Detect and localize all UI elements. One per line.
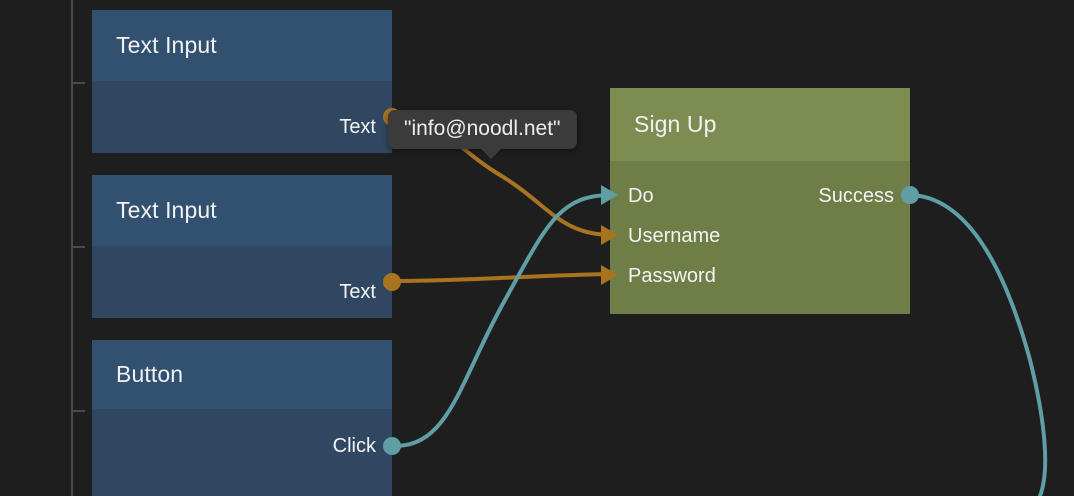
node-body-sign-up: Do Username Password Success	[610, 161, 910, 314]
node-header-button-1[interactable]: Button	[92, 340, 392, 409]
output-port-row-text[interactable]: Text	[339, 281, 376, 303]
input-arrow-do-icon[interactable]	[601, 185, 618, 205]
hierarchy-stub-2	[71, 246, 85, 248]
node-button-1[interactable]: Button Click	[92, 340, 401, 496]
input-arrow-password-icon[interactable]	[601, 265, 618, 285]
output-port-row-text[interactable]: Text	[339, 116, 376, 138]
node-title: Sign Up	[634, 111, 717, 137]
node-body-text-input-2: Text	[92, 246, 392, 318]
input-port-row-do[interactable]: Do	[628, 185, 654, 207]
node-header-text-input-2[interactable]: Text Input	[92, 175, 392, 246]
output-knob-click[interactable]	[383, 437, 401, 455]
output-knob-success[interactable]	[901, 186, 919, 204]
node-header-text-input-1[interactable]: Text Input	[92, 10, 392, 81]
output-port-row-click[interactable]: Click	[333, 435, 376, 457]
value-tooltip: "info@noodl.net"	[388, 110, 577, 159]
hierarchy-stub-1	[71, 82, 85, 84]
wire-click-to-do	[393, 193, 614, 448]
input-port-label: Do	[628, 185, 654, 207]
wire-success-out	[910, 193, 1048, 496]
node-text-input-1[interactable]: Text Input Text	[92, 10, 401, 153]
node-title: Button	[116, 361, 184, 387]
output-port-label: Success	[818, 185, 894, 207]
node-body-text-input-1: Text	[92, 81, 392, 153]
output-port-label: Click	[332, 435, 376, 457]
tooltip-arrow-icon	[480, 148, 502, 159]
hierarchy-stub-3	[71, 410, 85, 412]
output-knob-text[interactable]	[383, 273, 401, 291]
input-port-row-username[interactable]: Username	[628, 225, 720, 247]
node-header-sign-up[interactable]: Sign Up	[610, 88, 910, 161]
tooltip-text: "info@noodl.net"	[404, 117, 561, 140]
wire-text2-to-password	[392, 272, 614, 283]
node-title: Text Input	[116, 197, 217, 223]
input-arrow-username-icon[interactable]	[601, 225, 618, 245]
node-sign-up[interactable]: Sign Up Do Username Password Success	[601, 88, 919, 314]
input-port-label: Password	[628, 265, 716, 287]
output-port-label: Text	[339, 281, 376, 303]
input-port-label: Username	[628, 225, 721, 247]
output-port-label: Text	[339, 116, 376, 138]
node-body-button-1: Click	[92, 409, 392, 496]
node-title: Text Input	[116, 32, 217, 58]
hierarchy-rail-line	[71, 0, 73, 496]
output-port-row-success[interactable]: Success	[818, 185, 894, 207]
node-text-input-2[interactable]: Text Input Text	[92, 175, 401, 318]
input-port-row-password[interactable]: Password	[628, 265, 716, 287]
